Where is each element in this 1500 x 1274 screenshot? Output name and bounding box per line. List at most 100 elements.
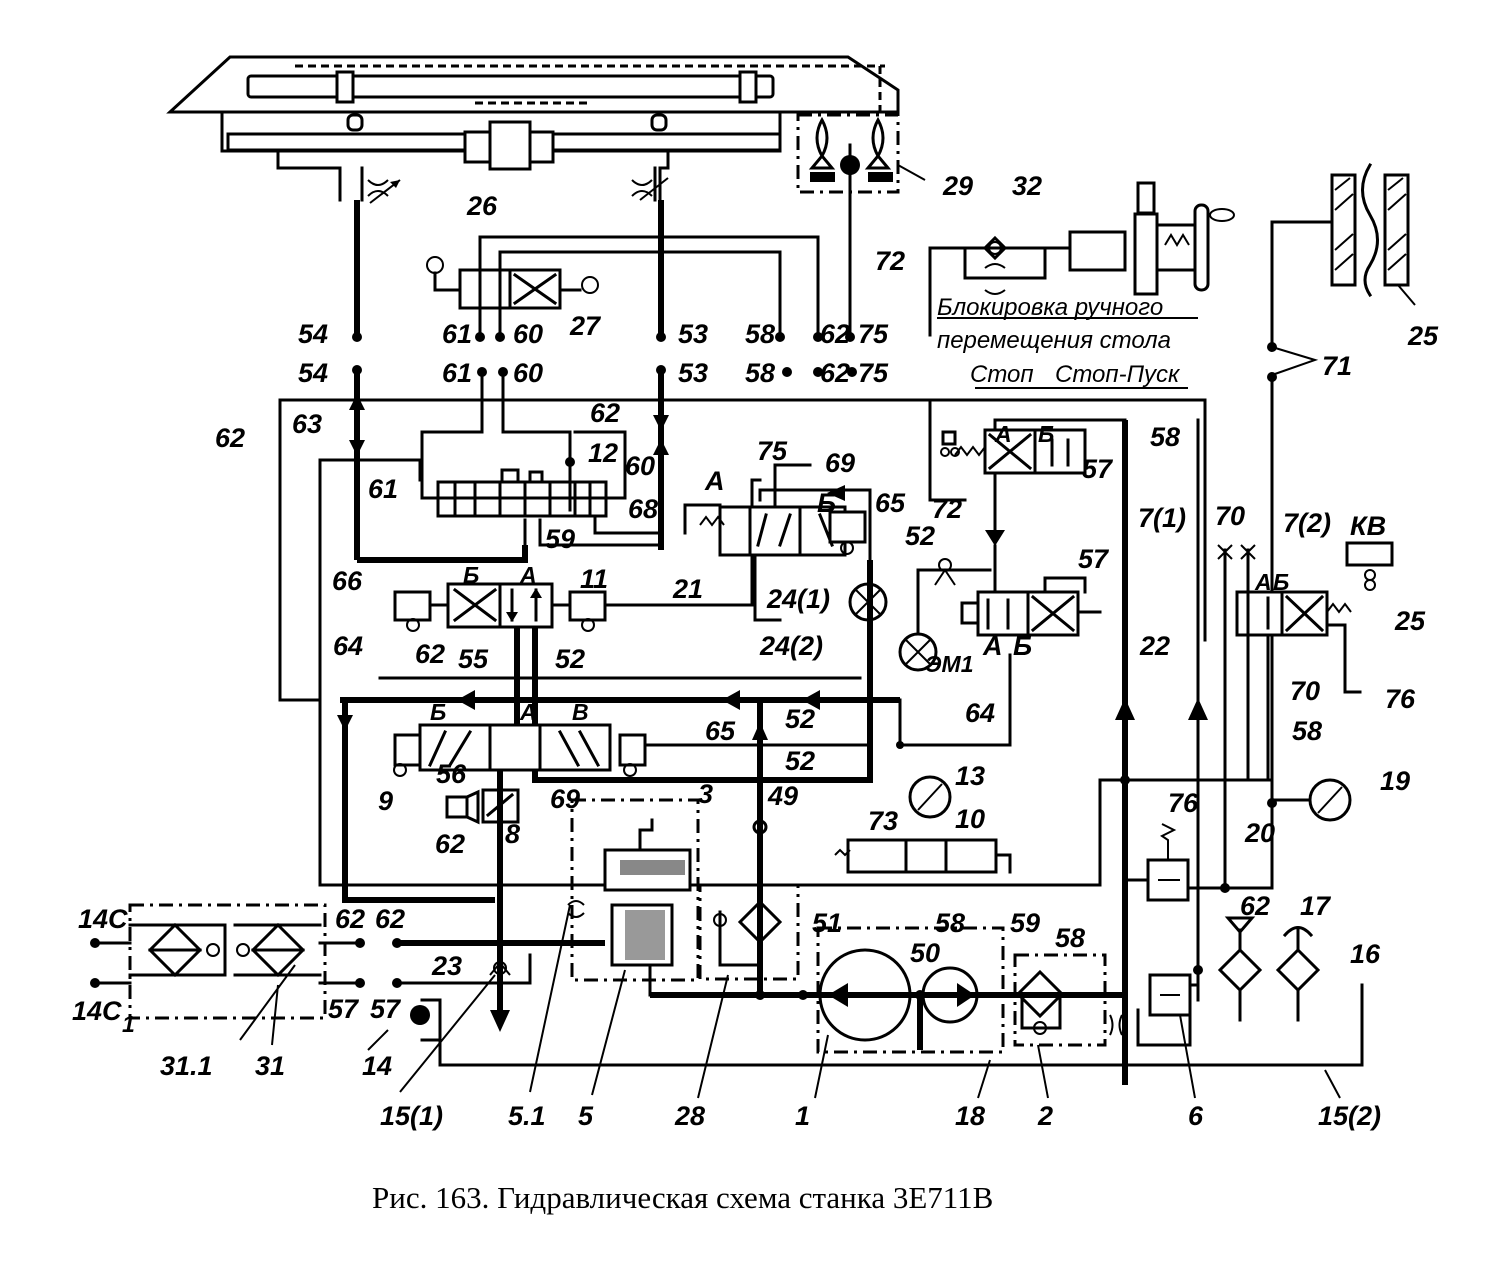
- svg-text:14C: 14C: [78, 904, 128, 934]
- svg-text:22: 22: [1139, 631, 1170, 661]
- svg-text:69: 69: [825, 448, 855, 478]
- svg-text:62: 62: [1240, 891, 1270, 921]
- svg-text:1: 1: [122, 1011, 135, 1037]
- block-31: [90, 903, 605, 1046]
- svg-text:13: 13: [955, 761, 985, 791]
- svg-text:16: 16: [1350, 939, 1381, 969]
- svg-text:В: В: [572, 699, 589, 725]
- svg-text:61: 61: [442, 358, 472, 388]
- relief-valve-20: [1123, 823, 1274, 902]
- svg-text:66: 66: [332, 566, 363, 596]
- svg-text:17: 17: [1300, 891, 1332, 921]
- svg-text:9: 9: [378, 786, 393, 816]
- svg-text:Б: Б: [1013, 631, 1032, 661]
- svg-text:63: 63: [292, 409, 322, 439]
- valve-22: [934, 544, 1102, 637]
- svg-text:14: 14: [362, 1051, 392, 1081]
- svg-text:56: 56: [436, 759, 467, 789]
- svg-text:76: 76: [1385, 684, 1416, 714]
- throttle-check-66: [393, 590, 432, 632]
- svg-text:24(1): 24(1): [766, 584, 830, 614]
- labels: 26 29 32 72 25 71 27 54 61 60 53 58 62 7…: [72, 171, 1439, 1131]
- svg-text:Стоп-Пуск: Стоп-Пуск: [1055, 361, 1181, 388]
- filters-16-17: [1217, 916, 1321, 1022]
- svg-text:А: А: [982, 631, 1003, 661]
- svg-text:28: 28: [674, 1101, 705, 1131]
- svg-text:51: 51: [812, 908, 842, 938]
- svg-text:14C: 14C: [72, 996, 122, 1026]
- svg-text:75: 75: [757, 436, 788, 466]
- svg-text:52: 52: [905, 521, 935, 551]
- svg-text:21: 21: [672, 574, 703, 604]
- svg-text:52: 52: [555, 644, 585, 674]
- filter-2: [1013, 953, 1107, 1047]
- svg-text:Б: Б: [430, 699, 446, 725]
- svg-text:60: 60: [625, 451, 655, 481]
- svg-text:перемещения стола: перемещения стола: [937, 327, 1171, 354]
- svg-text:64: 64: [965, 698, 995, 728]
- svg-text:Б: Б: [463, 562, 479, 588]
- valve-6: [1109, 965, 1203, 1047]
- svg-text:18: 18: [955, 1101, 985, 1131]
- svg-text:25: 25: [1407, 321, 1439, 351]
- svg-text:А: А: [1254, 569, 1272, 595]
- svg-text:57: 57: [1078, 544, 1110, 574]
- valve-7-1: [928, 398, 1127, 802]
- svg-text:12: 12: [588, 438, 618, 468]
- svg-text:58: 58: [1150, 422, 1180, 452]
- svg-text:65: 65: [705, 716, 736, 746]
- svg-text:А: А: [704, 466, 725, 496]
- svg-text:5.1: 5.1: [508, 1101, 546, 1131]
- svg-text:49: 49: [767, 781, 798, 811]
- svg-text:64: 64: [333, 631, 363, 661]
- svg-text:6: 6: [1188, 1101, 1204, 1131]
- svg-text:58: 58: [745, 358, 775, 388]
- svg-text:54: 54: [298, 358, 328, 388]
- svg-text:53: 53: [678, 358, 708, 388]
- svg-text:50: 50: [910, 938, 940, 968]
- svg-text:23: 23: [431, 951, 462, 981]
- figure-caption: Рис. 163. Гидравлическая схема станка 3E…: [372, 1180, 993, 1215]
- limit-switches-29: [796, 113, 926, 337]
- svg-text:62: 62: [820, 319, 850, 349]
- check-valve-23: [489, 961, 511, 976]
- svg-text:59: 59: [545, 524, 575, 554]
- svg-text:3: 3: [698, 779, 713, 809]
- svg-text:76: 76: [1168, 788, 1199, 818]
- svg-text:Б: Б: [817, 488, 836, 518]
- svg-text:15(1): 15(1): [380, 1101, 443, 1131]
- svg-text:52: 52: [785, 704, 815, 734]
- svg-text:Стоп: Стоп: [970, 361, 1034, 388]
- svg-text:70: 70: [1215, 501, 1245, 531]
- svg-text:58: 58: [935, 908, 965, 938]
- tank-14: [410, 983, 1364, 1067]
- svg-text:11: 11: [580, 564, 608, 594]
- valve-11: [410, 582, 597, 629]
- svg-text:27: 27: [569, 311, 602, 341]
- svg-text:61: 61: [368, 474, 398, 504]
- svg-text:32: 32: [1012, 171, 1042, 201]
- svg-text:58: 58: [1292, 716, 1322, 746]
- svg-text:ЭМ1: ЭМ1: [925, 651, 973, 677]
- svg-text:71: 71: [1322, 351, 1352, 381]
- svg-text:7(2): 7(2): [1283, 508, 1331, 538]
- svg-text:Б: Б: [1038, 421, 1054, 447]
- svg-text:52: 52: [785, 746, 815, 776]
- svg-text:Блокировка ручного: Блокировка ручного: [937, 294, 1163, 321]
- svg-text:62: 62: [415, 639, 445, 669]
- svg-text:57: 57: [370, 994, 402, 1024]
- svg-text:10: 10: [955, 804, 985, 834]
- svg-text:69: 69: [550, 784, 580, 814]
- main-frame: [278, 398, 1207, 702]
- svg-text:62: 62: [335, 904, 365, 934]
- svg-text:54: 54: [298, 319, 328, 349]
- svg-text:73: 73: [868, 806, 898, 836]
- svg-text:А: А: [519, 562, 537, 588]
- svg-text:57: 57: [1082, 454, 1114, 484]
- svg-text:2: 2: [1037, 1101, 1053, 1131]
- gauge-13-valve-10: [834, 775, 1012, 874]
- svg-text:20: 20: [1244, 818, 1275, 848]
- svg-text:15(2): 15(2): [1318, 1101, 1381, 1131]
- svg-text:58: 58: [745, 319, 775, 349]
